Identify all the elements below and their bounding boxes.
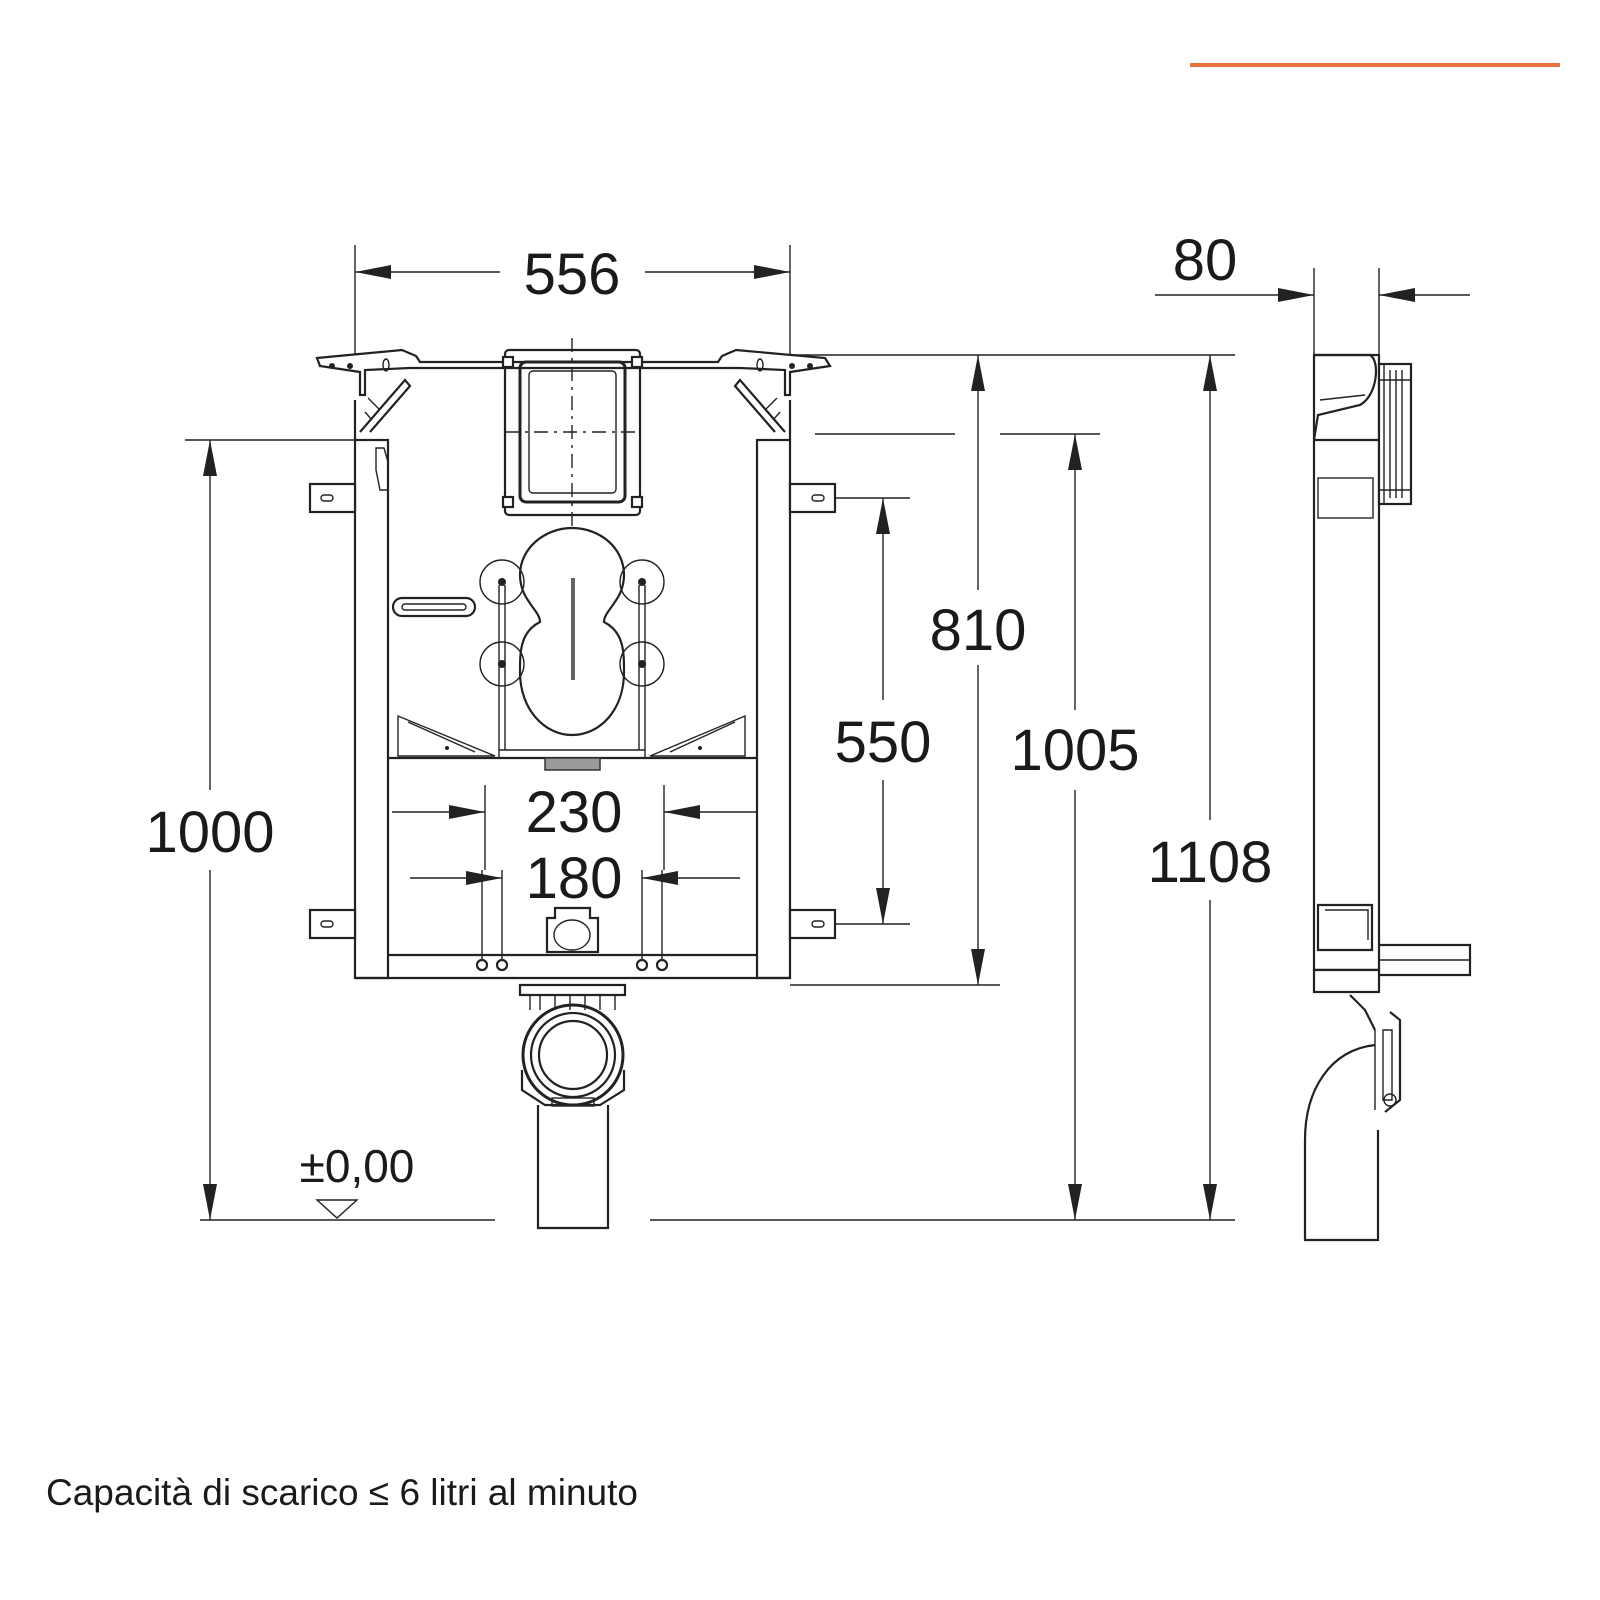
dim-1108: 1108 [1148,830,1273,895]
dim-180: 180 [526,846,623,911]
dim-556: 556 [524,242,621,307]
floor-level-label: ±0,00 [300,1140,415,1192]
accent-line [1190,63,1560,67]
dim-1005: 1005 [1010,718,1139,783]
caption-text: Capacità di scarico ≤ 6 litri al minuto [46,1472,638,1513]
dim-810: 810 [930,598,1027,663]
front-view [308,338,837,1230]
dim-230: 230 [526,780,623,845]
side-view [1303,353,1472,1242]
dimension-lines [185,245,1470,1221]
dim-1000: 1000 [145,800,274,865]
dim-80: 80 [1173,228,1238,293]
dimension-labels: 556 80 810 550 1005 1108 1000 230 180 ±0… [145,228,1272,1192]
dim-550: 550 [835,710,932,775]
